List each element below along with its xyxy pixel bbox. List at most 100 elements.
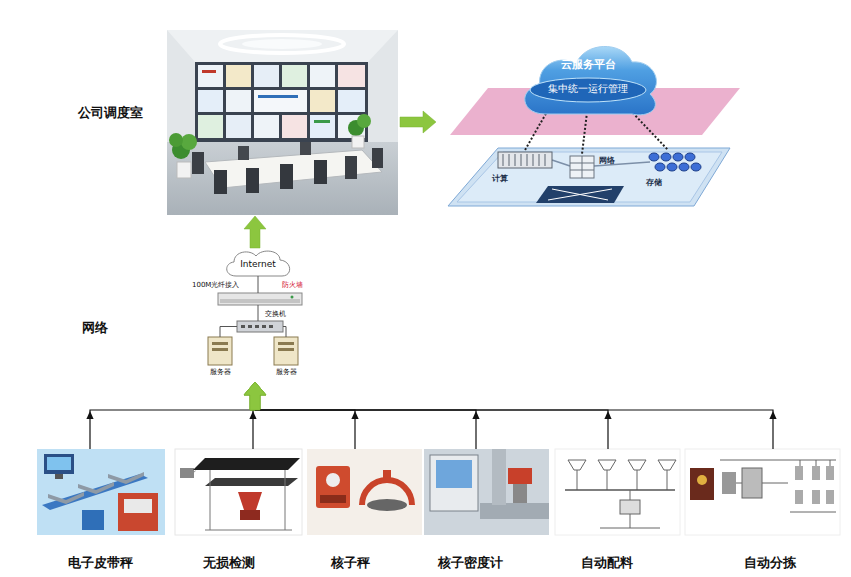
sorting-schematic-part bbox=[826, 490, 834, 504]
control-room-photo-part bbox=[226, 90, 251, 112]
cloud-platform-graphic-part bbox=[570, 156, 594, 178]
cloud-platform-graphic-part bbox=[655, 163, 665, 171]
cloud-platform-graphic-part bbox=[503, 154, 504, 166]
connector bbox=[86, 382, 266, 449]
batching-schematic-part bbox=[620, 500, 640, 514]
belt-scale-picture-part bbox=[118, 493, 158, 531]
network-illustration-part bbox=[269, 325, 273, 328]
block-arrow bbox=[244, 382, 266, 410]
ndt-picture-part bbox=[175, 449, 302, 535]
control-room-photo-part bbox=[338, 90, 365, 112]
density-meter-picture-part bbox=[424, 449, 549, 535]
sorting-schematic-part bbox=[720, 460, 836, 461]
batching-schematic-part bbox=[577, 470, 578, 490]
control-room-photo-part bbox=[198, 90, 223, 112]
block-arrow bbox=[244, 382, 266, 410]
connector-line bbox=[258, 276, 259, 293]
density-meter-picture-part bbox=[436, 460, 472, 488]
sorting-schematic-part bbox=[722, 472, 736, 494]
connector bbox=[244, 382, 612, 449]
node-region: 计算 bbox=[488, 148, 556, 190]
connector-line bbox=[255, 410, 355, 449]
connector-line bbox=[255, 410, 476, 449]
batching-schematic bbox=[555, 449, 680, 535]
ndt-picture bbox=[175, 449, 302, 535]
block-arrow bbox=[244, 382, 266, 410]
connector-line bbox=[255, 410, 773, 449]
connector-line bbox=[258, 305, 259, 321]
cloud-platform-graphic-part bbox=[457, 152, 722, 202]
node-region: 交换机 bbox=[237, 321, 283, 332]
sorting-schematic-part bbox=[736, 483, 742, 484]
control-room-photo-part bbox=[254, 115, 279, 138]
sorting-schematic-part bbox=[690, 468, 714, 500]
sorting-schematic-part bbox=[816, 460, 817, 466]
belt-scale-picture-part bbox=[55, 474, 63, 479]
connector bbox=[400, 111, 436, 133]
control-room-photo-part bbox=[214, 170, 227, 194]
cloud-platform-graphic-part bbox=[673, 153, 683, 161]
node-region: 核子密度计 bbox=[424, 449, 549, 573]
density-meter-picture-part bbox=[513, 484, 527, 503]
control-room-photo-part bbox=[220, 35, 344, 53]
node-region: 自动配料 bbox=[555, 449, 680, 573]
belt-scale-picture-part bbox=[124, 499, 152, 513]
block-arrow bbox=[400, 111, 436, 133]
control-room-photo-part bbox=[242, 39, 322, 49]
node-label: 防火墙 bbox=[282, 281, 303, 289]
control-room-photo-part bbox=[372, 148, 383, 168]
sorting-schematic-part bbox=[795, 490, 803, 504]
cloud-platform-graphic-part bbox=[691, 163, 701, 171]
sorting-schematic-part bbox=[762, 483, 788, 484]
node-region: 核子秤 bbox=[307, 449, 422, 573]
network-illustration-part bbox=[212, 348, 228, 351]
cloud-platform-graphic-part bbox=[552, 160, 570, 166]
control-room-photo-part bbox=[198, 115, 223, 138]
arrow-head bbox=[351, 411, 358, 419]
ndt-picture-part bbox=[205, 530, 292, 531]
sorting-schematic-part bbox=[812, 490, 820, 504]
network-illustration-part bbox=[255, 325, 259, 328]
belt-scale-picture-part bbox=[48, 492, 84, 504]
cloud-platform-graphic-part bbox=[667, 163, 677, 171]
node-label: 自动配料 bbox=[581, 555, 633, 571]
control-room-photo-part bbox=[192, 152, 204, 174]
network-illustration-part bbox=[278, 348, 294, 351]
belt-scale-picture-part bbox=[78, 482, 114, 494]
control-room-photo-part bbox=[167, 30, 398, 215]
node-label: 公司调度室 bbox=[78, 105, 143, 121]
control-room-photo-part bbox=[282, 65, 307, 87]
cloud-platform-graphic bbox=[448, 46, 740, 206]
connector bbox=[244, 382, 777, 449]
density-meter-picture bbox=[424, 449, 549, 535]
node-label: 服务器 bbox=[276, 368, 297, 376]
node-label: 电子皮带秤 bbox=[68, 555, 133, 571]
control-room-photo-part bbox=[167, 142, 398, 215]
network-illustration-part bbox=[241, 325, 245, 328]
cloud-platform-graphic-part bbox=[685, 153, 695, 161]
block-arrow bbox=[244, 382, 266, 410]
cloud-platform-graphic-part bbox=[649, 153, 659, 161]
node-label: 集中统一运行管理 bbox=[548, 83, 628, 95]
cloud-platform-graphic-part bbox=[498, 152, 552, 168]
batching-schematic-part bbox=[658, 460, 676, 470]
cloud-platform-graphic-part bbox=[582, 156, 583, 178]
connector bbox=[283, 327, 286, 338]
connector-line bbox=[90, 410, 255, 449]
control-room-photo-part bbox=[357, 114, 371, 128]
batching-schematic-part bbox=[628, 460, 646, 470]
nuclear-scale-picture-part bbox=[367, 499, 407, 511]
batching-schematic-part bbox=[667, 470, 668, 490]
connector-line bbox=[283, 327, 286, 338]
cloud-platform-graphic-part bbox=[530, 78, 646, 102]
node-label: Internet bbox=[240, 259, 276, 270]
ndt-picture-part bbox=[205, 478, 298, 486]
belt-scale-picture-part bbox=[82, 510, 104, 530]
network-illustration-part bbox=[237, 321, 283, 332]
node-region: 自动分拣 bbox=[685, 449, 840, 573]
control-room-photo-part bbox=[368, 30, 398, 155]
nuclear-scale-picture-part bbox=[307, 449, 422, 535]
network-illustration bbox=[208, 251, 302, 365]
control-room-photo-part bbox=[195, 62, 368, 142]
batching-schematic-part bbox=[555, 449, 680, 535]
